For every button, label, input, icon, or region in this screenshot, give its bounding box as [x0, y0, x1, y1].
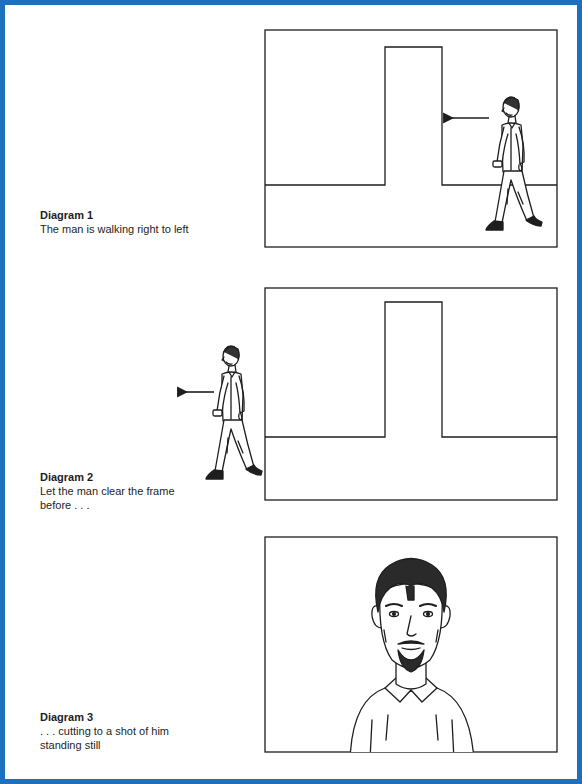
walking-man [486, 97, 542, 230]
panel-frame [265, 288, 557, 500]
walking-man [206, 346, 262, 479]
direction-arrow [186, 391, 214, 393]
panel-caption: . . . cutting to a shot of him standing … [40, 724, 192, 752]
panel-heading: Diagram 3 [40, 710, 250, 724]
panel-frame [265, 30, 557, 247]
panel-heading: Diagram 2 [40, 470, 250, 484]
panel-heading: Diagram 1 [40, 208, 250, 222]
portrait [350, 559, 474, 753]
panel-caption: Let the man clear the frame before . . . [40, 484, 192, 512]
panel-caption: The man is walking right to left [40, 222, 250, 236]
direction-arrow [452, 117, 489, 119]
